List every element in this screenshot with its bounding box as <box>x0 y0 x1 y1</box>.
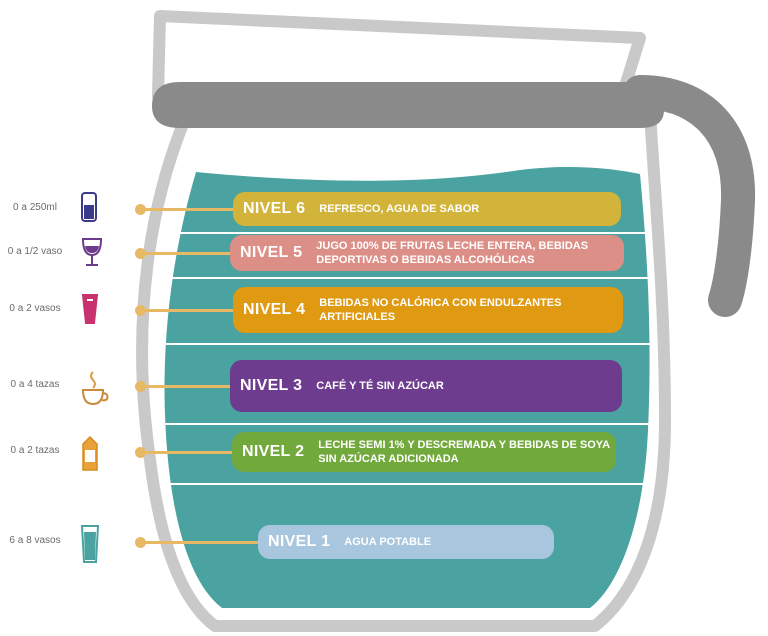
serving-amount: 0 a 1/2 vaso <box>7 246 63 257</box>
soda-glass-icon <box>80 191 98 228</box>
level-number: NIVEL 4 <box>243 301 306 318</box>
connector-line <box>140 208 237 211</box>
level-label: NIVEL 2 LECHE SEMI 1% Y DESCREMADA Y BEB… <box>232 432 616 472</box>
level-label: NIVEL 1 AGUA POTABLE <box>258 525 554 559</box>
pitcher-rim <box>152 82 664 128</box>
level-description: AGUA POTABLE <box>344 536 432 548</box>
milk-carton-icon <box>80 434 100 477</box>
level-number: NIVEL 3 <box>240 377 303 394</box>
connector-line <box>140 309 237 312</box>
pitcher-handle <box>623 75 756 317</box>
level-number: NIVEL 5 <box>240 244 303 261</box>
level-label: NIVEL 4 BEBIDAS NO CALÓRICA CON ENDULZAN… <box>233 287 623 333</box>
level-description: JUGO 100% DE FRUTAS LECHE ENTERA, BEBIDA… <box>316 240 589 266</box>
level-number: NIVEL 1 <box>268 533 331 550</box>
serving-amount: 6 a 8 vasos <box>9 535 61 546</box>
serving-amount: 0 a 2 vasos <box>9 303 61 314</box>
water-glass-icon <box>80 524 100 569</box>
connector-line <box>140 385 234 388</box>
connector-line <box>140 451 236 454</box>
level-number: NIVEL 2 <box>242 443 305 460</box>
level-description: CAFÉ Y TÉ SIN AZÚCAR <box>316 380 444 392</box>
wine-glass-icon <box>80 235 104 274</box>
connector-line <box>140 252 234 255</box>
level-label: NIVEL 6 REFRESCO, AGUA DE SABOR <box>233 192 621 226</box>
serving-amount: 0 a 2 tazas <box>10 445 60 456</box>
level-dividers <box>164 232 652 485</box>
serving-amount: 0 a 250ml <box>13 202 57 213</box>
coffee-cup-icon <box>80 368 110 413</box>
level-description: BEBIDAS NO CALÓRICA CON ENDULZANTES ARTI… <box>319 297 562 323</box>
level-description: LECHE SEMI 1% Y DESCREMADA Y BEBIDAS DE … <box>318 439 610 465</box>
level-description: REFRESCO, AGUA DE SABOR <box>319 203 480 215</box>
connector-line <box>140 541 262 544</box>
level-label: NIVEL 5 JUGO 100% DE FRUTAS LECHE ENTERA… <box>230 235 624 271</box>
level-number: NIVEL 6 <box>243 200 306 217</box>
soda-cup-icon <box>80 292 100 331</box>
level-label: NIVEL 3 CAFÉ Y TÉ SIN AZÚCAR <box>230 360 622 412</box>
serving-amount: 0 a 4 tazas <box>10 379 60 390</box>
